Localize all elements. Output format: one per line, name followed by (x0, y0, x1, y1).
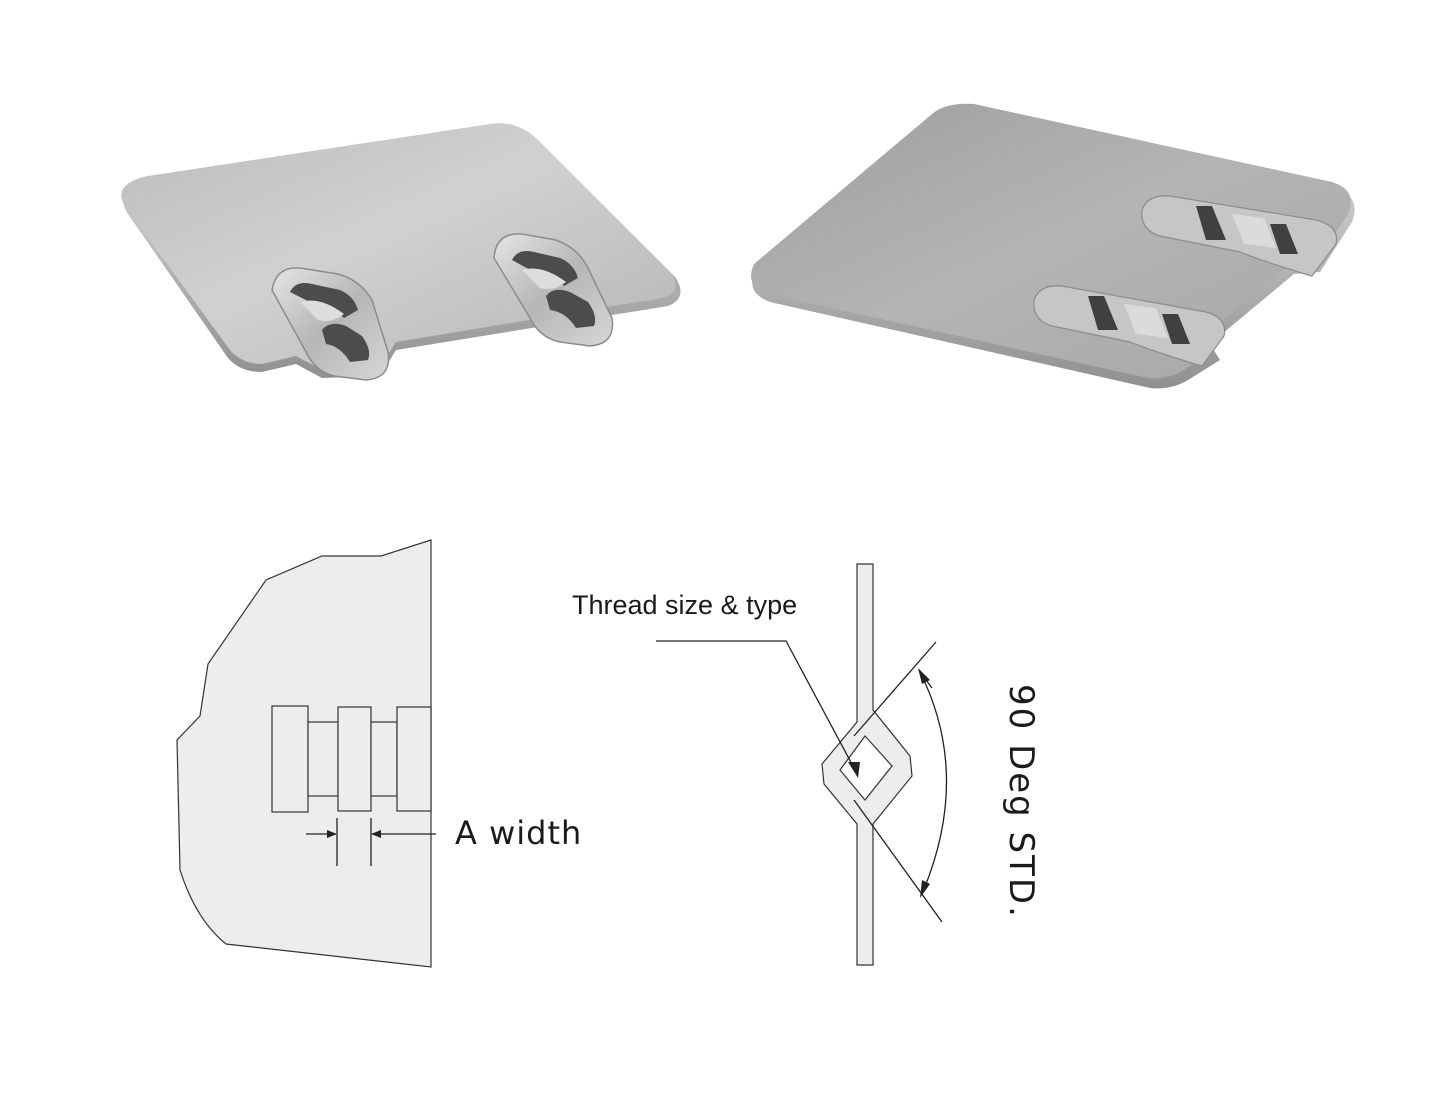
width-label: A width (455, 814, 582, 852)
width-dimension (306, 818, 436, 866)
plate-right-top (751, 103, 1351, 379)
plate-render-front (121, 123, 681, 381)
angle-arrow-top (918, 668, 930, 684)
drawing-width-view: A width (176, 539, 582, 968)
clip-left-1 (271, 267, 390, 381)
angle-arrow-bottom (920, 880, 930, 898)
clip-left-2 (493, 233, 614, 347)
leader-arrow (848, 762, 860, 778)
drawing-thread-view: Thread size & type 90 Deg STD. (572, 563, 1041, 966)
leader-line (656, 640, 855, 769)
thread-tabs (271, 705, 432, 813)
slot-right-1 (1141, 195, 1338, 277)
slot-right-2 (1033, 285, 1226, 367)
plate-render-back (751, 103, 1355, 389)
thread-label: Thread size & type (572, 590, 797, 620)
angle-label: 90 Deg STD. (1001, 684, 1041, 919)
